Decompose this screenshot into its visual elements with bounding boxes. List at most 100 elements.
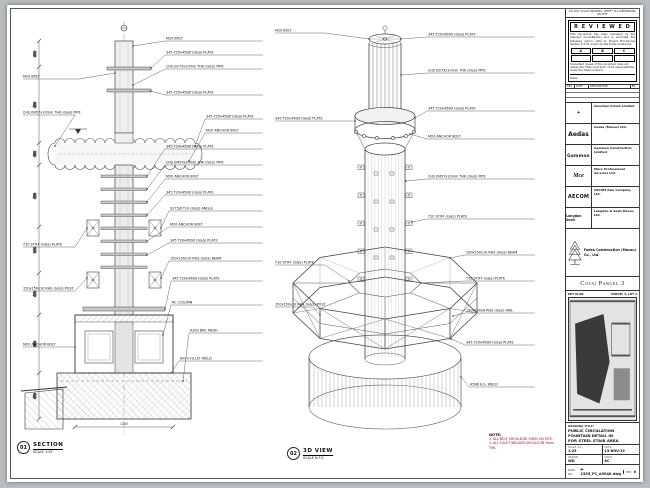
callout-label: 345 T20x450Ø (G&S) PLATE xyxy=(206,114,254,119)
company-row-mace: Mce Mace Professional Services Ltd. xyxy=(566,166,639,188)
reviewed-option-b: B xyxy=(592,47,613,54)
view-number-bubble: 01 xyxy=(17,441,30,454)
contractor-name: Fadea Construction (Macau) Co., Ltd. xyxy=(583,248,637,257)
company-name: Venetian Orient Limited xyxy=(594,103,635,108)
drawing-title-box: DRAWING TITLE: PUBLIC CIRCULATION FOUNTA… xyxy=(566,423,639,445)
dim-label: 1200 xyxy=(120,422,128,426)
checked-field: CHKD KC xyxy=(604,456,612,463)
section-callouts-right: M20 BOLT 345 T20x450Ø (G&S) PLATE CHS Ø2… xyxy=(132,37,263,382)
dim-label: 450 xyxy=(33,102,37,108)
rev-col-header: DESCRIPTION xyxy=(589,84,631,88)
general-notes: NOTE: 1. ALL BOLT SHOULD BE FIXED ON SIT… xyxy=(489,433,561,450)
iso-top-rods xyxy=(368,25,402,113)
company-row-aedas: Aedas Aedas (Macau) Ltd. xyxy=(566,124,639,146)
callout-label: T10 STIFF (G&S) PLATE xyxy=(22,243,62,247)
callout-label: 150x150x10 RHS (G&S) BEAM xyxy=(170,257,221,261)
section-foundation xyxy=(56,372,192,420)
dwg-no-value: P-1535_PC_A5040.dwg xyxy=(580,467,621,476)
company-name: Mace Professional Services Ltd. xyxy=(594,166,625,175)
callout-label: M20 BOLT xyxy=(166,37,184,41)
key-plan-box: KEY PLAN PARCEL 3, LOT 3 xyxy=(566,291,639,423)
revision-row xyxy=(566,98,639,103)
project-title: Cotai Parcel 3 xyxy=(566,277,639,292)
level-marker-icon xyxy=(69,128,87,134)
callout-label: 345 T20x450Ø (G&S) PLATE xyxy=(166,190,214,195)
callout-label: T10 STIFF (G&S) PLATE xyxy=(427,215,467,219)
callout-label: CHS Ø273x10mm THK (G&S) PIPE xyxy=(428,68,486,73)
callout-label: 345 T20x450Ø (G&S) PLATE xyxy=(166,90,214,95)
iso-callouts-right: 345 T20x450Ø (G&S) PLATE CHS Ø273x10mm T… xyxy=(400,32,535,388)
callout-label: 345 T20x450Ø (G&S) PLATE xyxy=(172,276,220,281)
key-plan-image xyxy=(568,297,637,421)
dim-label: 450 xyxy=(33,393,37,399)
rev-col-header: DATE xyxy=(575,84,589,88)
aedas-logo: Aedas xyxy=(566,124,592,145)
callout-label: CHS Ø457x10mm THK (G&S) PIPE xyxy=(428,174,486,179)
drawing-area: 600 450 450 450 300 450 600 450 1200 xyxy=(11,9,565,478)
callout-label: 345 T20x450Ø (G&S) PLATE xyxy=(275,116,323,121)
company-row-aecom: AECOM AECOM Asia Company Ltd. xyxy=(566,187,639,209)
note-item: 2. ALL FILLET WELDED SHOULD BE 6mm THK. xyxy=(489,441,554,450)
callout-label: M20 BOLT xyxy=(275,29,293,33)
section-scalloped-ring xyxy=(47,132,203,170)
callout-label: A588 H.S. WELD xyxy=(470,383,498,387)
key-plan-sub: PARCEL 3, LOT 3 xyxy=(611,292,637,297)
section-dimension-bottom: 1200 xyxy=(72,422,176,430)
callout-label: 345 T20x450Ø (G&S) PLATE xyxy=(466,340,514,345)
mace-logo: Mce xyxy=(566,166,592,187)
aecom-logo: AECOM xyxy=(566,187,592,208)
drawing-title-line: PUBLIC CIRCULATION xyxy=(568,427,615,433)
rev-label: REV xyxy=(622,469,632,474)
view-title: 3D VIEW xyxy=(303,447,333,456)
drawing-title-line: FOR STEEL STAIR AREA xyxy=(568,437,619,443)
reviewed-stamp: R E V I E W E D This document has been r… xyxy=(566,18,639,85)
callout-label: CHS Ø273x10mm THK (G&S) PIPE xyxy=(166,64,224,69)
section-view: 600 450 450 450 300 450 600 450 1200 xyxy=(20,21,263,435)
callout-label: RC COLUMN xyxy=(172,301,193,305)
rev-value: 0 xyxy=(633,469,636,474)
reviewed-option-a: A xyxy=(570,47,592,54)
drawn-field: DRAWN WD xyxy=(566,455,603,464)
reviewed-footer: Consultant review of this document does … xyxy=(570,62,635,72)
iso-octagon-platform xyxy=(292,246,478,350)
reviewed-checkbox-b xyxy=(592,54,613,62)
section-base-block xyxy=(74,314,174,374)
drawing-title-line: FOUNTAIN DETAIL IN xyxy=(568,432,614,438)
section-upper-post xyxy=(106,40,152,134)
note-item: 1. ALL BOLT SHOULD BE FIXED ON SITE. xyxy=(489,437,553,441)
callout-label: 150x150x10 RHS (G&S) BEAM xyxy=(466,251,517,255)
reviewed-date-label: Date : xyxy=(570,73,635,80)
callout-label: M20 ANCHOR BOLT xyxy=(206,129,240,133)
iso-bolt-tabs xyxy=(357,164,413,282)
dim-label: 450 xyxy=(33,151,37,157)
view-number-bubble: 02 xyxy=(287,447,300,460)
company-row-langdon: Langdon Seah Langdon & Seah Macau Ltd. xyxy=(566,208,639,230)
callout-label: 345 T20x450Ø (G&S) PLATE xyxy=(428,106,476,111)
callout-label: S275J0 T10 (G&S) ANGLE xyxy=(170,207,213,211)
venetian-logo: ✦ xyxy=(566,103,592,124)
dwg-no-label: DWG NO. xyxy=(568,467,576,476)
iso-callouts-left: M20 BOLT 345 T20x450Ø (G&S) PLATE T10 ST… xyxy=(274,29,370,316)
callout-label: T10 STIFF (G&S) PLATE xyxy=(465,277,505,281)
company-name: Langdon & Seah Macau Ltd. xyxy=(594,208,634,217)
dim-label: 600 xyxy=(33,341,37,347)
revision-table: REV DATE DESCRIPTION BY xyxy=(566,84,639,104)
iso-column-cylinder xyxy=(364,142,406,366)
company-name: AECOM Asia Company Ltd. xyxy=(594,187,632,196)
view-number: 02 xyxy=(290,450,297,457)
drawing-title-label: DRAWING TITLE: xyxy=(568,423,594,428)
callout-label: 345 T20x450Ø (G&S) PLATE xyxy=(166,50,214,55)
callout-label: 150x150x10 RHS (G&S) POST xyxy=(23,287,74,291)
gammon-logo: Gammon xyxy=(566,145,592,166)
company-name: Gammon Construction Limited xyxy=(594,145,632,154)
section-callouts-left: M20 BOLT CHS Ø457x10mm THK (G&S) PIPE T1… xyxy=(22,72,116,348)
key-plan-label: KEY PLAN xyxy=(568,292,584,297)
callout-label: 345 T20x450Ø (G&S) PLATE xyxy=(170,238,218,243)
callout-label: M20 ANCHOR BOLT xyxy=(170,223,204,227)
callout-label: 6mm FILLET WELD xyxy=(180,357,212,361)
callout-label: 345 T20x450Ø (G&S) PLATE xyxy=(166,144,214,149)
section-view-label: 01 SECTION SCALE 1:25 xyxy=(17,441,64,454)
section-dimension-chain: 600 450 450 450 300 450 600 450 xyxy=(33,38,42,422)
dim-label: 300 xyxy=(33,247,37,253)
scale-field: SCALE (A1) 1:25 xyxy=(566,445,603,455)
